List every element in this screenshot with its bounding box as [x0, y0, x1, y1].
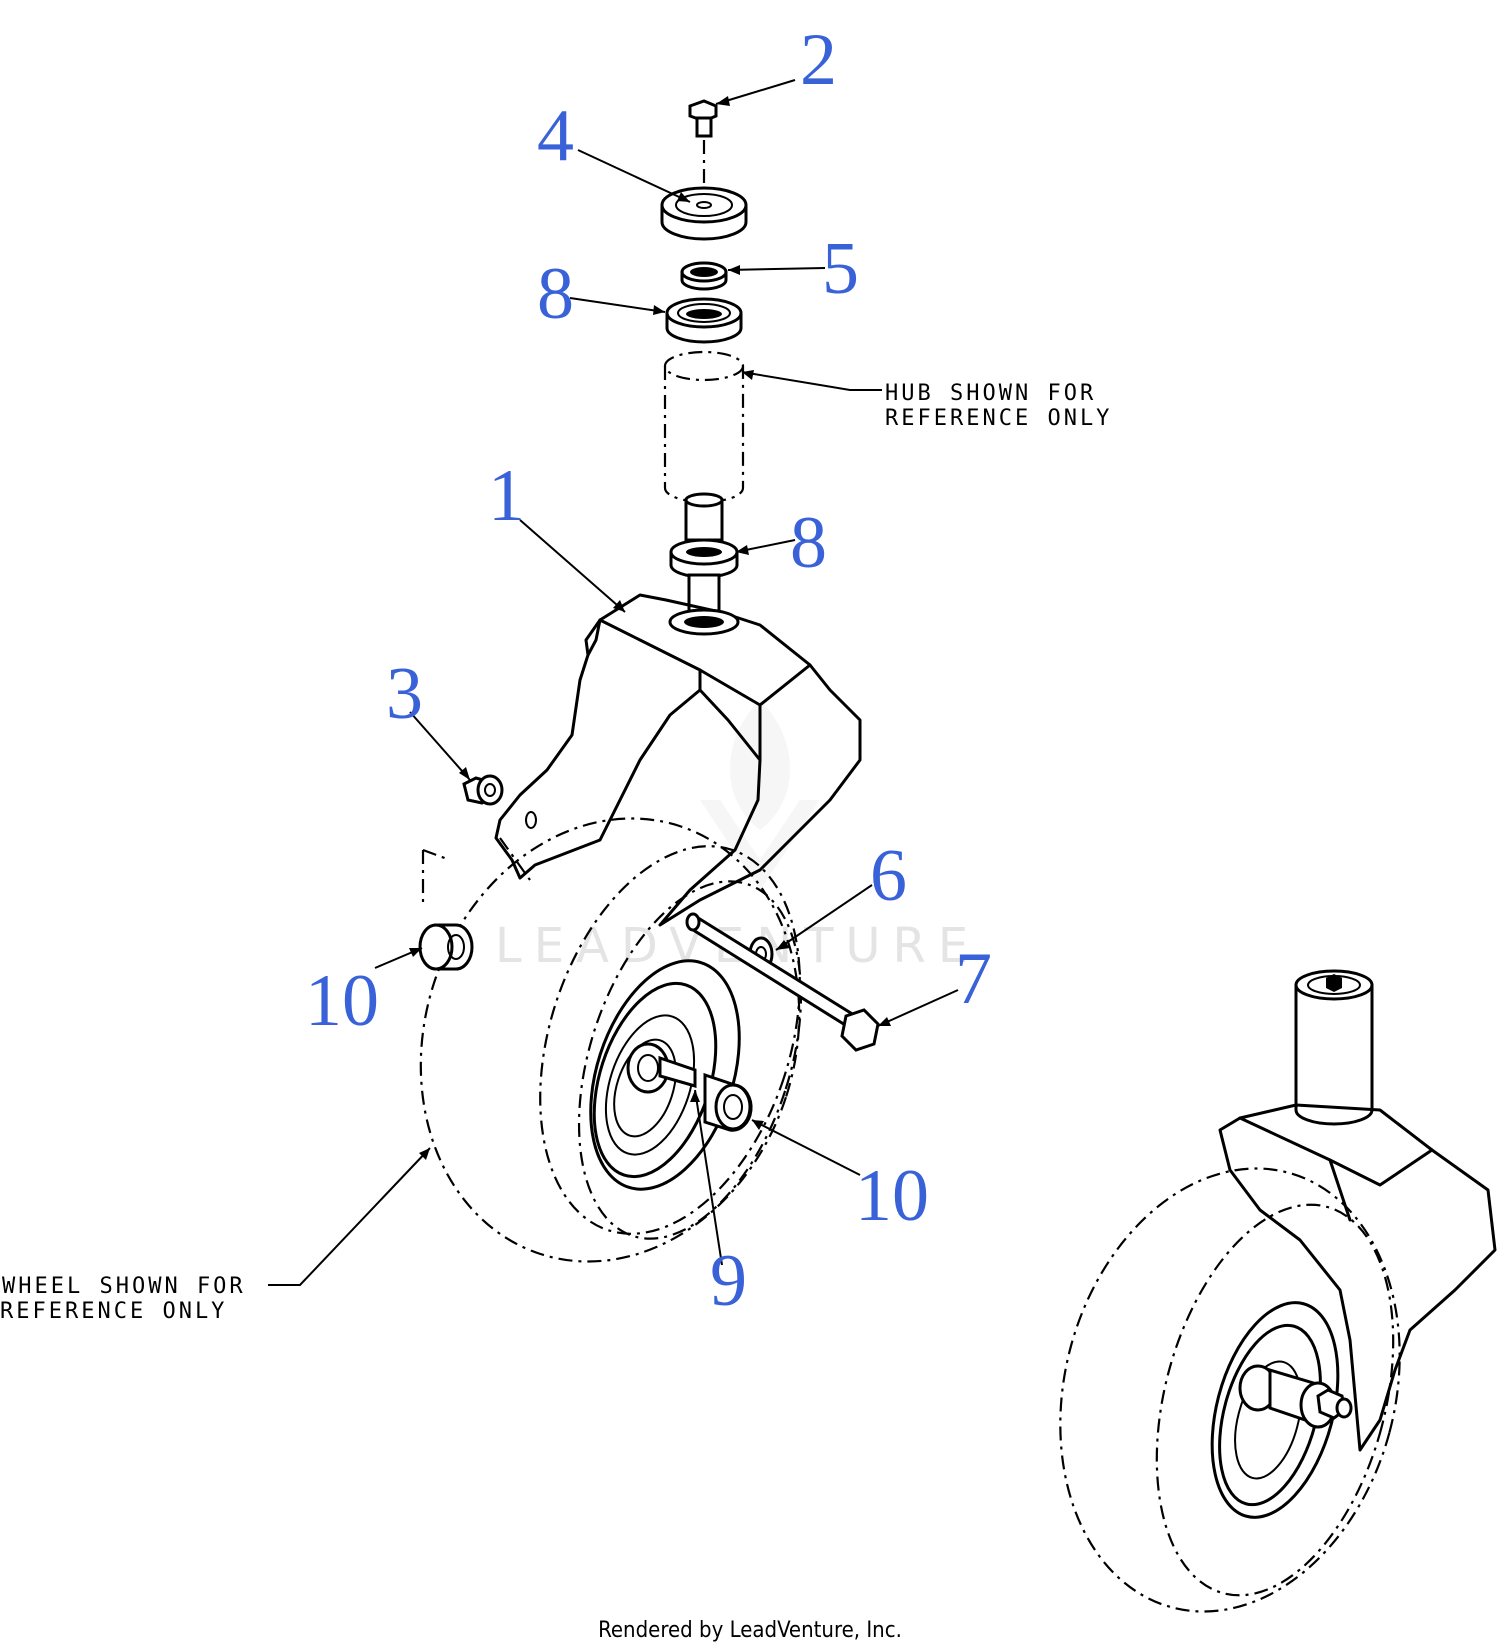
- alignment-phantom: [421, 837, 531, 905]
- part-7-axle-bolt: [685, 912, 880, 1052]
- wheel-note-line2: REFERENCE ONLY: [0, 1299, 227, 1324]
- callout-4: 4: [537, 95, 574, 177]
- assembled-caster-view: [1059, 969, 1497, 1613]
- callout-8-upper: 8: [537, 253, 574, 335]
- part-2-bolt: [688, 99, 718, 185]
- callout-10-left: 10: [305, 960, 379, 1042]
- callout-numbers: 2 4 5 8 1 8 3 6 7 10 10 9: [305, 19, 992, 1322]
- spindle-shaft: [684, 492, 724, 542]
- hub-note-line2: REFERENCE ONLY: [885, 406, 1112, 431]
- footer-credit: Rendered by LeadVenture, Inc.: [598, 1618, 902, 1643]
- wheel-reference: [419, 817, 803, 1263]
- wheel-note-line1: WHEEL SHOWN FOR: [2, 1274, 246, 1299]
- callout-9: 9: [710, 1240, 747, 1322]
- callout-6: 6: [870, 835, 907, 917]
- part-8-upper-bearing: [665, 297, 743, 344]
- callout-7: 7: [955, 938, 992, 1020]
- callout-10-right: 10: [855, 1155, 929, 1237]
- part-9-spacer: [626, 1042, 697, 1094]
- part-5-seal: [680, 261, 728, 291]
- part-4-cap: [660, 186, 748, 241]
- hub-reference: [663, 350, 745, 504]
- part-10-left-spacer: [418, 923, 474, 971]
- part-3-nut: [462, 774, 504, 806]
- hub-note-line1: HUB SHOWN FOR: [885, 381, 1096, 406]
- callout-5: 5: [822, 228, 859, 310]
- leader-lines: [268, 79, 959, 1286]
- part-1-caster-fork: [494, 593, 862, 927]
- part-10-right-spacer: [703, 1072, 753, 1132]
- callout-1: 1: [488, 455, 525, 537]
- callout-8-lower: 8: [790, 502, 827, 584]
- callout-2: 2: [800, 19, 837, 101]
- callout-3: 3: [386, 653, 423, 735]
